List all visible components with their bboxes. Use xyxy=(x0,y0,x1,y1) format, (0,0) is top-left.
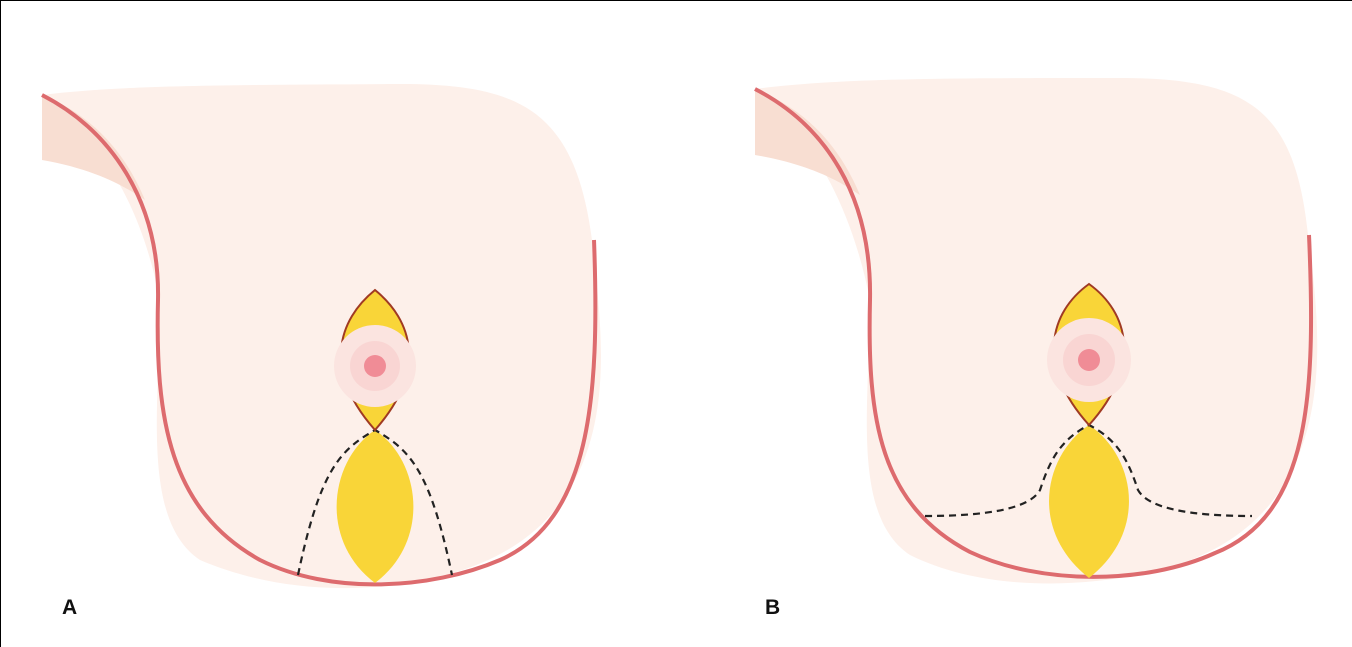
panel-a-label: A xyxy=(62,596,77,619)
nipple xyxy=(364,355,386,377)
breast-skin xyxy=(755,78,1317,584)
panel-a: A xyxy=(42,84,601,619)
breast-skin xyxy=(42,84,601,588)
nipple xyxy=(1078,349,1100,371)
panel-b: B xyxy=(755,78,1317,619)
panel-b-label: B xyxy=(765,596,780,619)
